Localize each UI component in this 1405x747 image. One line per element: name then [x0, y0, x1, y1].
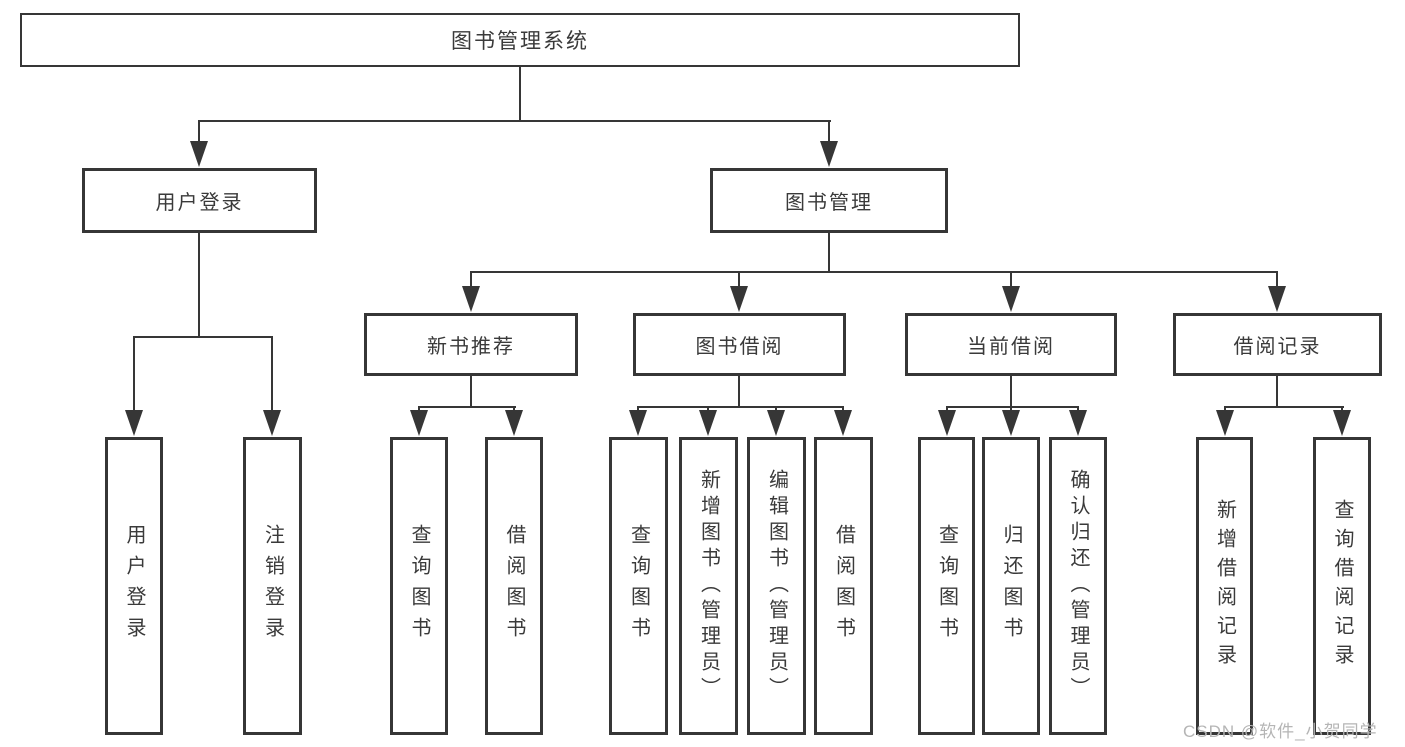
connector-line	[738, 271, 740, 289]
node-query-books-current: 查询图书	[918, 437, 975, 735]
connector-line	[418, 406, 516, 408]
node-label: 借阅图书	[832, 524, 855, 648]
connector-line	[470, 271, 472, 289]
node-query-books-recommend: 查询图书	[390, 437, 448, 735]
node-label: 注销登录	[261, 524, 284, 648]
connector-line	[470, 376, 472, 408]
arrowhead-down-icon	[263, 410, 281, 436]
connector-line	[828, 233, 830, 273]
connector-line	[198, 120, 200, 144]
node-add-book-admin: 新增图书（管理员）	[679, 437, 738, 735]
connector-line	[1276, 271, 1278, 289]
connector-line	[946, 406, 1079, 408]
node-borrowing-records: 借阅记录	[1173, 313, 1382, 376]
connector-line	[133, 336, 135, 414]
node-logout: 注销登录	[243, 437, 302, 735]
node-return-book: 归还图书	[982, 437, 1040, 735]
node-book-borrowing: 图书借阅	[633, 313, 846, 376]
node-label: 查询图书	[935, 524, 958, 648]
node-label: 用户登录	[123, 524, 145, 648]
connector-line	[271, 336, 273, 414]
connector-line	[1276, 376, 1278, 408]
node-edit-book-admin: 编辑图书（管理员）	[747, 437, 806, 735]
node-query-borrow-record: 查询借阅记录	[1313, 437, 1371, 735]
arrowhead-down-icon	[767, 410, 785, 436]
arrowhead-down-icon	[1002, 286, 1020, 312]
arrowhead-down-icon	[462, 286, 480, 312]
node-book-management: 图书管理	[710, 168, 948, 233]
connector-line	[1010, 376, 1012, 408]
node-add-borrow-record: 新增借阅记录	[1196, 437, 1253, 735]
node-user-login: 用户登录	[105, 437, 163, 735]
arrowhead-down-icon	[699, 410, 717, 436]
arrowhead-down-icon	[730, 286, 748, 312]
arrowhead-down-icon	[820, 141, 838, 167]
node-label: 查询借阅记录	[1331, 499, 1353, 673]
node-confirm-return-admin: 确认归还（管理员）	[1049, 437, 1107, 735]
connector-line	[828, 120, 830, 144]
node-label: 新增借阅记录	[1213, 499, 1236, 673]
node-new-book-recommendation: 新书推荐	[364, 313, 578, 376]
node-label: 编辑图书（管理员）	[765, 469, 788, 703]
node-label: 查询图书	[627, 524, 650, 648]
arrowhead-down-icon	[1333, 410, 1351, 436]
node-label: 确认归还（管理员）	[1067, 469, 1089, 703]
node-library-management-system: 图书管理系统	[20, 13, 1020, 67]
node-query-books-borrowing: 查询图书	[609, 437, 668, 735]
connector-line	[198, 120, 831, 122]
node-current-borrowing: 当前借阅	[905, 313, 1117, 376]
arrowhead-down-icon	[1002, 410, 1020, 436]
arrowhead-down-icon	[410, 410, 428, 436]
node-borrow-books-borrowing: 借阅图书	[814, 437, 873, 735]
connector-line	[198, 233, 200, 338]
arrowhead-down-icon	[1069, 410, 1087, 436]
csdn-watermark: CSDN @软件_小贺同学	[1183, 722, 1378, 741]
connector-line	[519, 67, 521, 122]
node-label: 归还图书	[1000, 524, 1022, 648]
arrowhead-down-icon	[938, 410, 956, 436]
arrowhead-down-icon	[1216, 410, 1234, 436]
node-borrow-books-recommend: 借阅图书	[485, 437, 543, 735]
connector-line	[738, 376, 740, 408]
connector-line	[133, 336, 273, 338]
connector-line	[1224, 406, 1344, 408]
arrowhead-down-icon	[834, 410, 852, 436]
arrowhead-down-icon	[125, 410, 143, 436]
connector-line	[1010, 271, 1012, 289]
arrowhead-down-icon	[1268, 286, 1286, 312]
node-label: 查询图书	[408, 524, 430, 648]
arrowhead-down-icon	[629, 410, 647, 436]
connector-line	[637, 406, 844, 408]
node-label: 借阅图书	[503, 524, 525, 648]
node-label: 新增图书（管理员）	[697, 469, 720, 703]
connector-line	[470, 271, 1278, 273]
node-user-login-group: 用户登录	[82, 168, 317, 233]
arrowhead-down-icon	[190, 141, 208, 167]
arrowhead-down-icon	[505, 410, 523, 436]
